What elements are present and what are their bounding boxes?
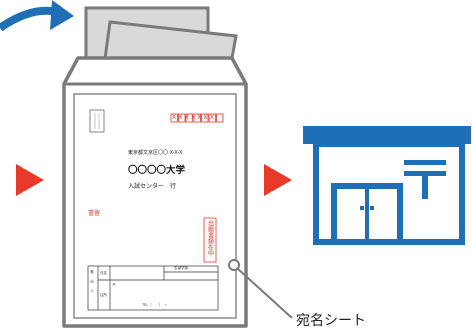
table-header: 志望学部 xyxy=(174,266,188,270)
destination-sheet-label: 宛名シート xyxy=(296,313,366,329)
sender-table xyxy=(87,265,219,311)
japan-postal-mark-icon xyxy=(404,160,446,199)
postal-code: XXXXXXX xyxy=(172,114,217,121)
university-name: 〇〇〇〇大学 xyxy=(128,165,186,176)
postal-mark-label: 〒 xyxy=(112,282,116,287)
post-office-icon xyxy=(303,126,471,245)
name-label: 氏名 xyxy=(100,271,107,275)
registered-label: 書留 xyxy=(88,210,101,217)
triangle-right-icon-left xyxy=(16,164,44,196)
enclosed-note: 出願書類在中 xyxy=(206,220,214,256)
phone-label: TEL（ ） － xyxy=(142,303,168,307)
stamp-area xyxy=(89,109,105,133)
leader-line xyxy=(228,259,293,319)
sender-label: 差出人 xyxy=(90,270,95,299)
address-line: 東京都文京区〇〇 X-X-X xyxy=(128,150,183,156)
triangle-right-icon-right xyxy=(264,164,292,196)
curved-arrow-icon xyxy=(0,0,74,32)
postal-code-boxes xyxy=(170,113,224,123)
department-line: 入試センター 行 xyxy=(128,183,177,190)
address-label: 住所 xyxy=(100,293,107,297)
enclosed-note-box xyxy=(203,217,217,263)
address-sheet xyxy=(73,93,237,319)
